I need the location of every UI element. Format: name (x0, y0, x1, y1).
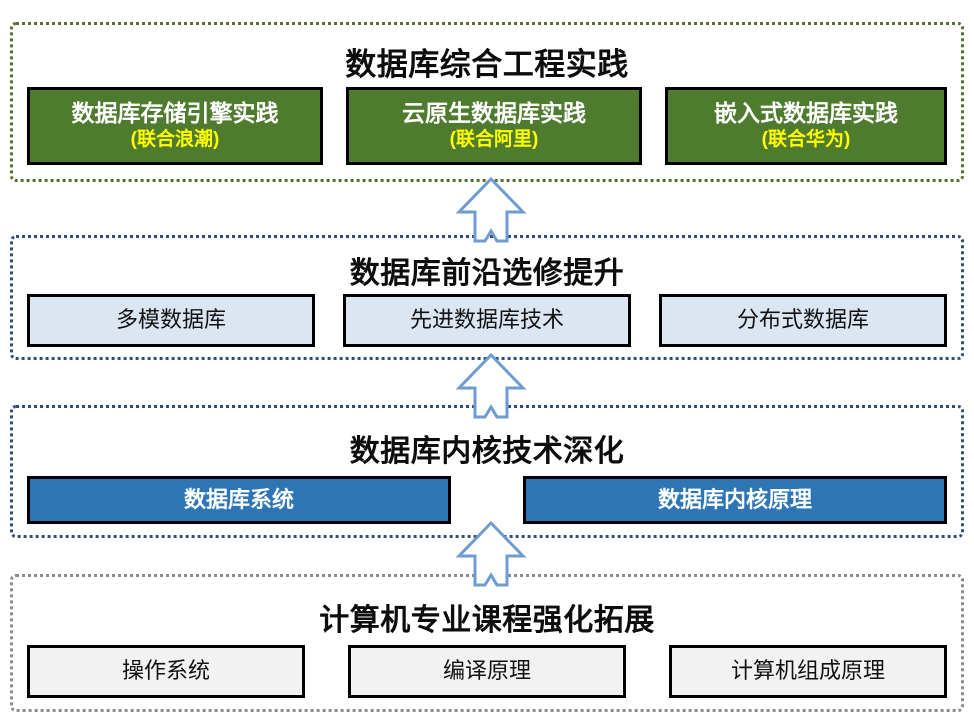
course-box-compiler-principles[interactable]: 编译原理 (348, 645, 626, 698)
course-box-title: 嵌入式数据库实践 (714, 100, 898, 127)
course-box-title: 数据库存储引擎实践 (71, 100, 279, 127)
layer-elective-title: 数据库前沿选修提升 (349, 257, 625, 290)
course-box-distributed-database[interactable]: 分布式数据库 (659, 294, 947, 347)
course-box-title: 数据库内核原理 (657, 486, 812, 512)
up-arrow-icon-elective-to-practice (455, 176, 527, 244)
up-arrow-icon-foundation-to-kernel (455, 520, 527, 588)
course-box-computer-organization[interactable]: 计算机组成原理 (669, 645, 947, 698)
layer-foundation-box-row: 操作系统 编译原理 计算机组成原理 (13, 645, 961, 698)
layer-kernel-title: 数据库内核技术深化 (349, 435, 625, 468)
course-box-title: 操作系统 (121, 658, 210, 684)
course-box-subtitle: (联合阿里) (449, 129, 539, 151)
course-box-title: 云原生数据库实践 (402, 100, 586, 127)
course-box-operating-system[interactable]: 操作系统 (27, 645, 305, 698)
course-box-title: 编译原理 (442, 658, 531, 684)
layer-foundation-container: 计算机专业课程强化拓展 操作系统 编译原理 计算机组成原理 (10, 574, 964, 712)
course-box-embedded-database-practice[interactable]: 嵌入式数据库实践 (联合华为) (665, 87, 947, 165)
layer-practice-box-row: 数据库存储引擎实践 (联合浪潮) 云原生数据库实践 (联合阿里) 嵌入式数据库实… (13, 87, 961, 165)
course-box-multi-model-database[interactable]: 多模数据库 (27, 294, 315, 347)
layer-elective-container: 数据库前沿选修提升 多模数据库 先进数据库技术 分布式数据库 (10, 235, 964, 360)
course-box-subtitle: (联合浪潮) (130, 129, 220, 151)
course-box-title: 分布式数据库 (736, 307, 869, 333)
course-box-title: 计算机组成原理 (730, 658, 885, 684)
course-box-database-storage-engine-practice[interactable]: 数据库存储引擎实践 (联合浪潮) (27, 87, 323, 165)
course-box-database-kernel-principles[interactable]: 数据库内核原理 (523, 476, 947, 524)
layer-kernel-container: 数据库内核技术深化 数据库系统 数据库内核原理 (10, 405, 964, 538)
course-box-title: 先进数据库技术 (409, 307, 564, 333)
course-box-title: 多模数据库 (115, 307, 226, 333)
course-box-subtitle: (联合华为) (761, 129, 851, 151)
layer-kernel-box-row: 数据库系统 数据库内核原理 (13, 476, 961, 524)
course-box-cloud-native-database-practice[interactable]: 云原生数据库实践 (联合阿里) (346, 87, 642, 165)
course-box-advanced-database-technology[interactable]: 先进数据库技术 (343, 294, 631, 347)
layer-elective-box-row: 多模数据库 先进数据库技术 分布式数据库 (13, 294, 961, 347)
up-arrow-icon-kernel-to-elective (455, 352, 527, 420)
layer-practice-container: 数据库综合工程实践 数据库存储引擎实践 (联合浪潮) 云原生数据库实践 (联合阿… (10, 22, 964, 182)
course-box-title: 数据库系统 (183, 486, 294, 512)
layer-foundation-title: 计算机专业课程强化拓展 (319, 604, 655, 637)
course-box-database-system[interactable]: 数据库系统 (27, 476, 451, 524)
layer-practice-title: 数据库综合工程实践 (345, 47, 629, 82)
